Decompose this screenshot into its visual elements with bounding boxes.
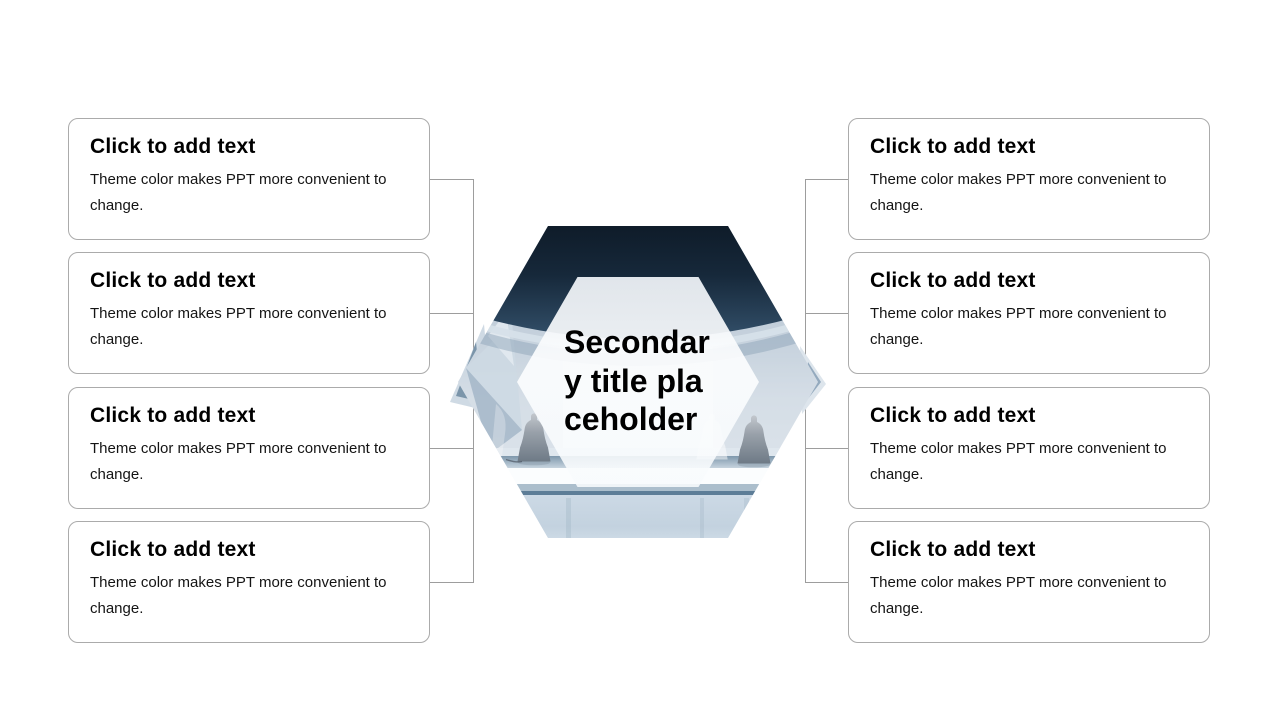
connector-right-2 — [805, 313, 848, 314]
box-body[interactable]: Theme color makes PPT more convenient to… — [90, 574, 387, 617]
text-box-left-1[interactable]: Click to add text Theme color makes PPT … — [68, 118, 430, 240]
text-box-right-1[interactable]: Click to add text Theme color makes PPT … — [848, 118, 1210, 240]
connector-right-1 — [805, 179, 848, 180]
box-title[interactable]: Click to add text — [90, 135, 256, 158]
text-box-right-3[interactable]: Click to add text Theme color makes PPT … — [848, 387, 1210, 509]
connector-left-2 — [430, 313, 473, 314]
hexagon-graphic[interactable]: Secondar y title pla ceholder — [448, 216, 828, 548]
text-box-left-2[interactable]: Click to add text Theme color makes PPT … — [68, 252, 430, 374]
text-box-right-2[interactable]: Click to add text Theme color makes PPT … — [848, 252, 1210, 374]
box-body[interactable]: Theme color makes PPT more convenient to… — [90, 171, 387, 214]
box-body[interactable]: Theme color makes PPT more convenient to… — [870, 440, 1167, 483]
box-body[interactable]: Theme color makes PPT more convenient to… — [870, 171, 1167, 214]
text-box-left-3[interactable]: Click to add text Theme color makes PPT … — [68, 387, 430, 509]
text-box-right-4[interactable]: Click to add text Theme color makes PPT … — [848, 521, 1210, 643]
box-title[interactable]: Click to add text — [90, 404, 256, 427]
connector-right-3 — [805, 448, 848, 449]
secondary-title-line: Secondar — [564, 324, 710, 360]
box-title[interactable]: Click to add text — [870, 404, 1036, 427]
text-box-left-4[interactable]: Click to add text Theme color makes PPT … — [68, 521, 430, 643]
connector-left-3 — [430, 448, 473, 449]
box-body[interactable]: Theme color makes PPT more convenient to… — [870, 574, 1167, 617]
connector-left-1 — [430, 179, 473, 180]
box-title[interactable]: Click to add text — [90, 269, 256, 292]
box-title[interactable]: Click to add text — [870, 538, 1036, 561]
box-title[interactable]: Click to add text — [870, 135, 1036, 158]
box-title[interactable]: Click to add text — [90, 538, 256, 561]
secondary-title-placeholder[interactable]: Secondar y title pla ceholder — [564, 323, 759, 439]
secondary-title-line: ceholder — [564, 401, 698, 437]
connector-right-4 — [805, 582, 848, 583]
box-title[interactable]: Click to add text — [870, 269, 1036, 292]
box-body[interactable]: Theme color makes PPT more convenient to… — [870, 305, 1167, 348]
box-body[interactable]: Theme color makes PPT more convenient to… — [90, 440, 387, 483]
box-body[interactable]: Theme color makes PPT more convenient to… — [90, 305, 387, 348]
connector-left-4 — [430, 582, 473, 583]
secondary-title-line: y title pla — [564, 362, 703, 399]
